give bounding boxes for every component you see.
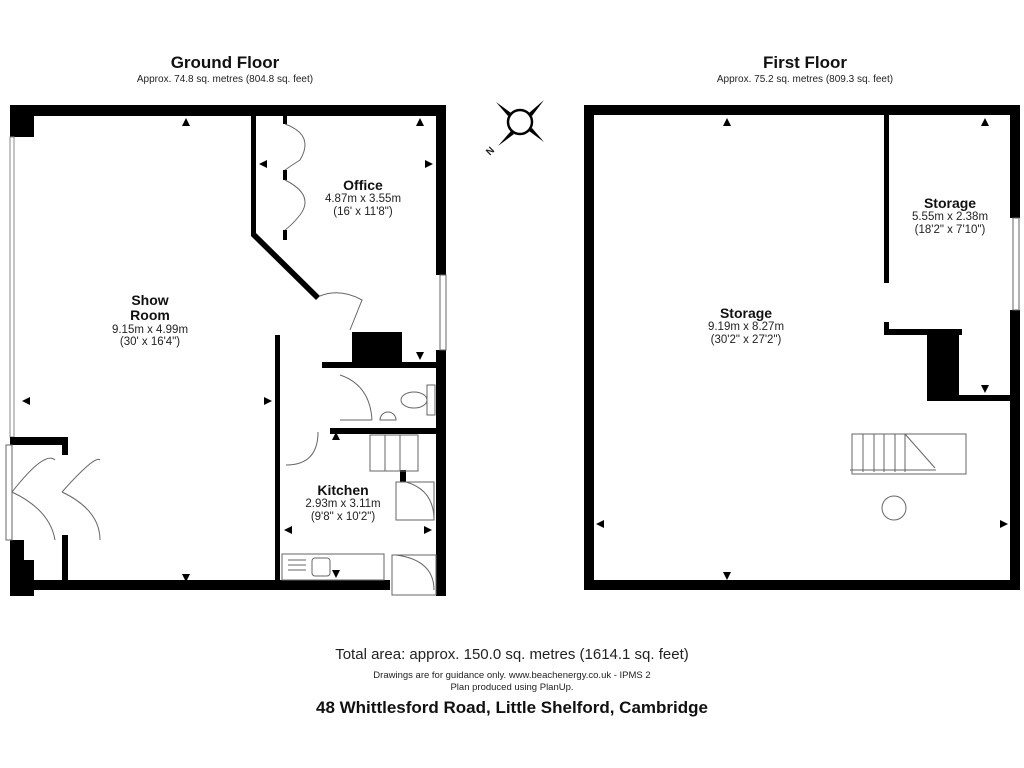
ground-floor-title: Ground Floor — [170, 53, 280, 72]
room-dimensions-metric: 4.87m x 3.55m — [324, 193, 402, 206]
room-name: Office — [343, 177, 383, 193]
room-name: Kitchen — [317, 482, 369, 498]
disclaimer-line-2: Plan produced using PlanUp. — [450, 682, 574, 693]
compass-icon — [496, 100, 544, 146]
ground-floor-plan — [9, 105, 446, 596]
room-dimensions-imperial: (16' x 11'8") — [333, 206, 393, 219]
room-dimensions-metric: 2.93m x 3.11m — [305, 498, 381, 511]
room-dimensions-imperial: (30' x 16'4") — [119, 336, 181, 349]
room-label-office: Office 4.87m x 3.55m (16' x 11'8") — [303, 177, 423, 219]
room-name: Storage — [923, 195, 977, 211]
room-dimensions-metric: 9.19m x 8.27m — [707, 321, 785, 334]
room-label-storage-small: Storage 5.55m x 2.38m (18'2" x 7'10") — [890, 195, 1010, 237]
room-name: Show — [131, 292, 169, 308]
first-floor-area: Approx. 75.2 sq. metres (809.3 sq. feet) — [716, 74, 894, 85]
first-floor-dimension-markers — [596, 118, 1008, 580]
first-floor-title: First Floor — [762, 53, 848, 72]
ground-floor-dimension-markers — [22, 118, 433, 582]
room-label-storage-main: Storage 9.19m x 8.27m (30'2" x 27'2") — [686, 305, 806, 347]
disclaimer-line-1: Drawings are for guidance only. www.beac… — [373, 670, 651, 681]
room-dimensions-imperial: (30'2" x 27'2") — [710, 334, 782, 347]
room-name: Storage — [719, 305, 773, 321]
total-area: Total area: approx. 150.0 sq. metres (16… — [335, 646, 689, 663]
room-dimensions-metric: 9.15m x 4.99m — [111, 323, 189, 336]
room-dimensions-imperial: (18'2" x 7'10") — [914, 224, 986, 237]
room-dimensions-imperial: (9'8" x 10'2") — [310, 511, 376, 524]
room-label-show-room: Show Room 9.15m x 4.99m (30' x 16'4") — [90, 292, 210, 349]
room-label-kitchen: Kitchen 2.93m x 3.11m (9'8" x 10'2") — [283, 482, 403, 524]
property-address: 48 Whittlesford Road, Little Shelford, C… — [316, 698, 708, 717]
ground-floor-area: Approx. 74.8 sq. metres (804.8 sq. feet) — [136, 74, 314, 85]
room-dimensions-metric: 5.55m x 2.38m — [911, 211, 989, 224]
first-floor-plan — [584, 105, 1020, 590]
room-name-line2: Room — [130, 307, 170, 324]
